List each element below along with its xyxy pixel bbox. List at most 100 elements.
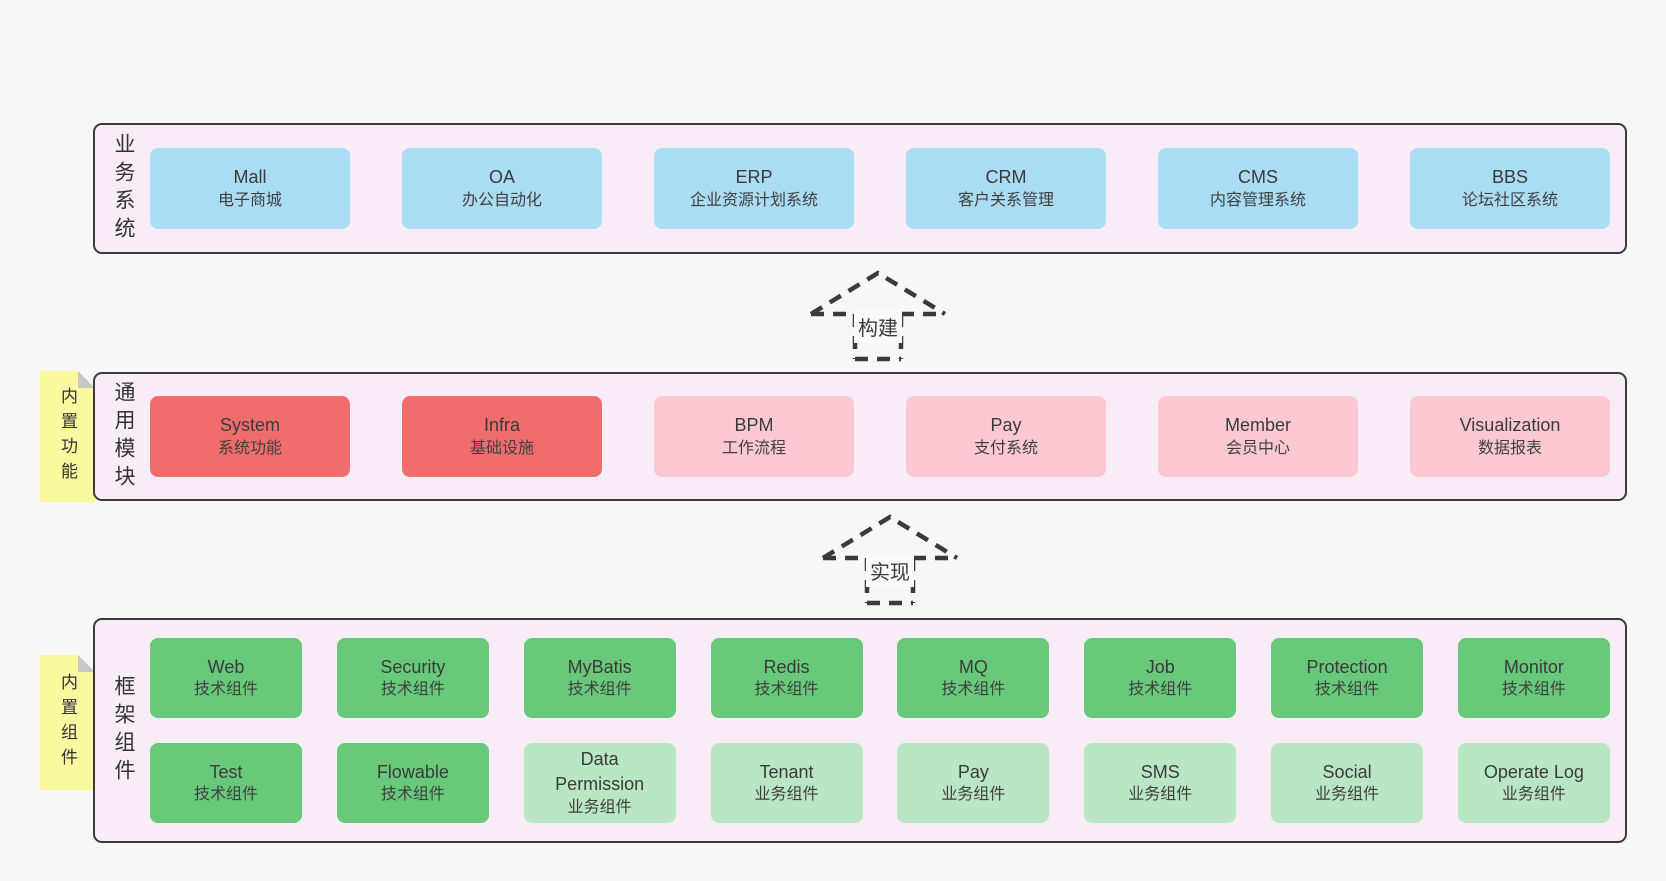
node-name: Pay: [957, 761, 989, 782]
node-subtitle: 客户关系管理: [957, 191, 1054, 209]
node-name: Member: [1224, 415, 1291, 436]
node-subtitle: 业务组件: [1501, 786, 1566, 804]
node-subtitle: 业务组件: [941, 786, 1006, 804]
node-name: Security: [380, 656, 446, 677]
sticky-note-framework-components: 内置组件: [40, 655, 95, 790]
node-subtitle: 会员中心: [1225, 439, 1290, 457]
node-name: Social: [1322, 761, 1372, 782]
node-name: Web: [207, 656, 245, 677]
node-name: ERP: [735, 167, 773, 188]
node-name: Monitor: [1503, 656, 1564, 677]
node-name: Protection: [1306, 656, 1388, 677]
node-name: MQ: [958, 656, 988, 677]
band-label-framework-components: 框架组件: [112, 674, 135, 787]
band-label-business-systems: 业务系统: [112, 132, 135, 245]
node-job: Job 技术组件: [1084, 638, 1237, 718]
node-cms: CMS 内容管理系统: [1158, 148, 1358, 229]
band-label-common-modules: 通用模块: [112, 380, 135, 493]
node-protection: Protection 技术组件: [1271, 638, 1424, 718]
node-name: BBS: [1491, 167, 1529, 188]
node-name: Infra: [483, 415, 521, 436]
node-name: Operate Log: [1483, 761, 1584, 782]
node-name: Visualization: [1459, 415, 1561, 436]
node-mq: MQ 技术组件: [897, 638, 1050, 718]
node-name: Redis: [763, 656, 810, 677]
band-common-modules: 通用模块 System 系统功能 Infra 基础设施 BPM 工作流程 Pay 支付系统 Mem…: [93, 372, 1627, 501]
sticky-note-common-modules: 内置功能: [40, 371, 95, 502]
node-subtitle: 内容管理系统: [1209, 191, 1306, 209]
node-tenant: Tenant 业务组件: [710, 743, 863, 823]
node-subtitle: 技术组件: [754, 681, 819, 699]
arrow-build: 构建: [808, 270, 948, 362]
node-test: Test 技术组件: [150, 743, 302, 823]
node-subtitle: 数据报表: [1477, 439, 1542, 457]
node-pay: Pay 支付系统: [906, 396, 1106, 477]
node-subtitle: 业务组件: [754, 786, 819, 804]
node-member: Member 会员中心: [1158, 396, 1358, 477]
node-subtitle: 技术组件: [193, 786, 258, 804]
node-visualization: Visualization 数据报表: [1410, 396, 1610, 477]
node-subtitle: 基础设施: [469, 439, 534, 457]
node-infra: Infra 基础设施: [402, 396, 602, 477]
node-name: Pay: [990, 415, 1022, 436]
node-subtitle: 技术组件: [380, 786, 445, 804]
node-subtitle: 技术组件: [1501, 681, 1566, 699]
arrow-label-build: 构建: [854, 310, 902, 343]
node-security: Security 技术组件: [336, 638, 489, 718]
node-subtitle: 系统功能: [217, 439, 282, 457]
band-rows: System 系统功能 Infra 基础设施 BPM 工作流程 Pay 支付系统 Member 会…: [150, 374, 1610, 499]
node-subtitle: 论坛社区系统: [1461, 191, 1558, 209]
node-name: System: [219, 415, 280, 436]
node-operate-log: Operate Log 业务组件: [1457, 743, 1610, 823]
node-erp: ERP 企业资源计划系统: [654, 148, 854, 229]
node-social: Social 业务组件: [1271, 743, 1424, 823]
node-system: System 系统功能: [150, 396, 350, 477]
node-web: Web 技术组件: [150, 638, 302, 718]
sticky-note-label: 内置组件: [58, 672, 77, 773]
node-subtitle: 业务组件: [1315, 786, 1380, 804]
node-subtitle: 工作流程: [721, 439, 786, 457]
node-pay: Pay 业务组件: [897, 743, 1050, 823]
node-subtitle: 技术组件: [1128, 681, 1193, 699]
node-name: Tenant: [759, 761, 814, 782]
node-name: CRM: [985, 167, 1027, 188]
node-subtitle: 技术组件: [941, 681, 1006, 699]
node-name: Flowable: [376, 761, 449, 782]
node-name: OA: [488, 167, 515, 188]
node-oa: OA 办公自动化: [402, 148, 602, 229]
node-monitor: Monitor 技术组件: [1457, 638, 1610, 718]
node-subtitle: 业务组件: [567, 798, 632, 816]
node-subtitle: 技术组件: [380, 681, 445, 699]
node-subtitle: 技术组件: [1315, 681, 1380, 699]
node-redis: Redis 技术组件: [710, 638, 863, 718]
node-subtitle: 电子商城: [217, 191, 282, 209]
sticky-note-label: 内置功能: [58, 386, 77, 487]
node-subtitle: 业务组件: [1128, 786, 1193, 804]
node-crm: CRM 客户关系管理: [906, 148, 1106, 229]
node-subtitle: 企业资源计划系统: [689, 191, 818, 209]
node-subtitle: 支付系统: [973, 439, 1038, 457]
node-row: System 系统功能 Infra 基础设施 BPM 工作流程 Pay 支付系统 Member 会…: [150, 396, 1610, 477]
node-name: BPM: [734, 415, 774, 436]
node-subtitle: 技术组件: [193, 681, 258, 699]
node-subtitle: 技术组件: [567, 681, 632, 699]
node-name: Test: [209, 761, 243, 782]
node-name: Job: [1145, 656, 1175, 677]
node-flowable: Flowable 技术组件: [336, 743, 489, 823]
node-name: CMS: [1238, 167, 1278, 188]
arrow-implement: 实现: [820, 514, 960, 606]
arrow-label-implement: 实现: [866, 554, 914, 587]
node-subtitle: 办公自动化: [461, 191, 542, 209]
